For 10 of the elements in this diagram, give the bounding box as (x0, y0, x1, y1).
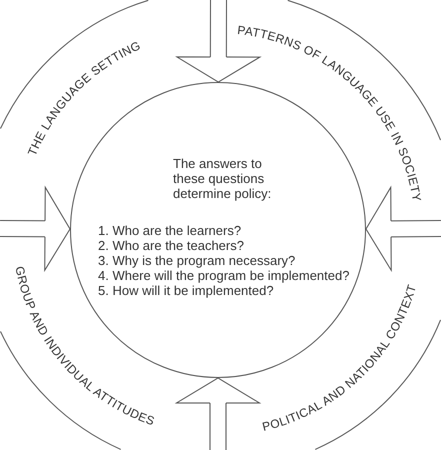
question-item: 3. Why is the program necessary? (98, 252, 296, 268)
block-arrow (0, 186, 70, 271)
question-item: 4. Where will the program be implemented? (98, 268, 350, 282)
question-item: 2. Who are the teachers? (98, 238, 244, 252)
block-arrow (176, 0, 260, 82)
block-arrow (366, 186, 441, 271)
block-arrow (176, 378, 260, 450)
policy-intro: The answers to these questions determine policy: (173, 156, 272, 200)
question-item: 1. Who are the learners? (98, 222, 242, 238)
question-item: 5. How will it be implemented? (98, 282, 274, 298)
